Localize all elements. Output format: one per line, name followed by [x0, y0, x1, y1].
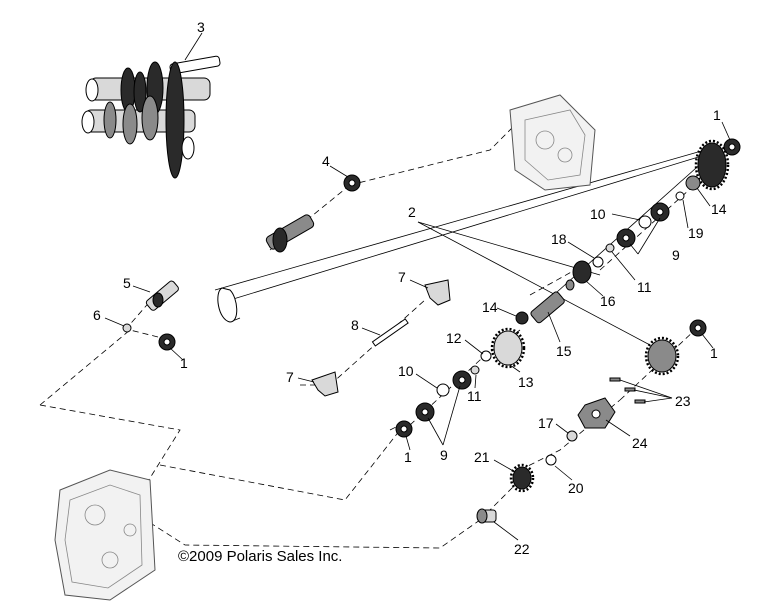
- callout-10-lower: 10: [398, 363, 414, 379]
- callout-1-top: 1: [713, 107, 721, 123]
- callout-11-upper: 11: [637, 279, 652, 295]
- gear-cluster: [81, 55, 221, 179]
- callout-4: 4: [322, 153, 330, 169]
- callout-11-lower: 11: [467, 388, 482, 404]
- callout-7-lower: 7: [286, 369, 294, 385]
- callout-20: 20: [568, 480, 584, 496]
- callout-23: 23: [675, 393, 691, 409]
- callout-1-right: 1: [710, 345, 718, 361]
- callout-3: 3: [197, 19, 205, 35]
- callout-5: 5: [123, 275, 131, 291]
- callout-6: 6: [93, 307, 101, 323]
- callout-10-upper: 10: [590, 206, 606, 222]
- callout-13: 13: [518, 374, 534, 390]
- callout-12: 12: [446, 330, 462, 346]
- copyright-notice: ©2009 Polaris Sales Inc.: [178, 548, 343, 565]
- callout-numbers: 1 1 1 1 2 3 4 5 6 7 7 8 9 9 10 10 11 11 …: [93, 19, 727, 557]
- belt-lines: [214, 149, 706, 346]
- callout-19: 19: [688, 225, 704, 241]
- callout-2: 2: [408, 204, 416, 220]
- parts: [122, 138, 741, 524]
- upper-case: [509, 94, 596, 191]
- callout-17: 17: [538, 415, 554, 431]
- lower-case: [54, 469, 156, 601]
- callout-21: 21: [474, 449, 490, 465]
- callout-24: 24: [632, 435, 648, 451]
- callout-1-bottom: 1: [404, 449, 412, 465]
- belt: [217, 287, 238, 323]
- callout-7-upper: 7: [398, 269, 406, 285]
- callout-9-lower: 9: [440, 447, 448, 463]
- callout-8: 8: [351, 317, 359, 333]
- callout-14-upper: 14: [711, 201, 727, 217]
- callout-14-lower: 14: [482, 299, 498, 315]
- callout-9-upper: 9: [672, 247, 680, 263]
- callout-15: 15: [556, 343, 572, 359]
- callout-1-left: 1: [180, 355, 188, 371]
- callout-leaders: [104, 32, 731, 541]
- callout-16: 16: [600, 293, 616, 309]
- callout-18: 18: [551, 231, 567, 247]
- callout-22: 22: [514, 541, 530, 557]
